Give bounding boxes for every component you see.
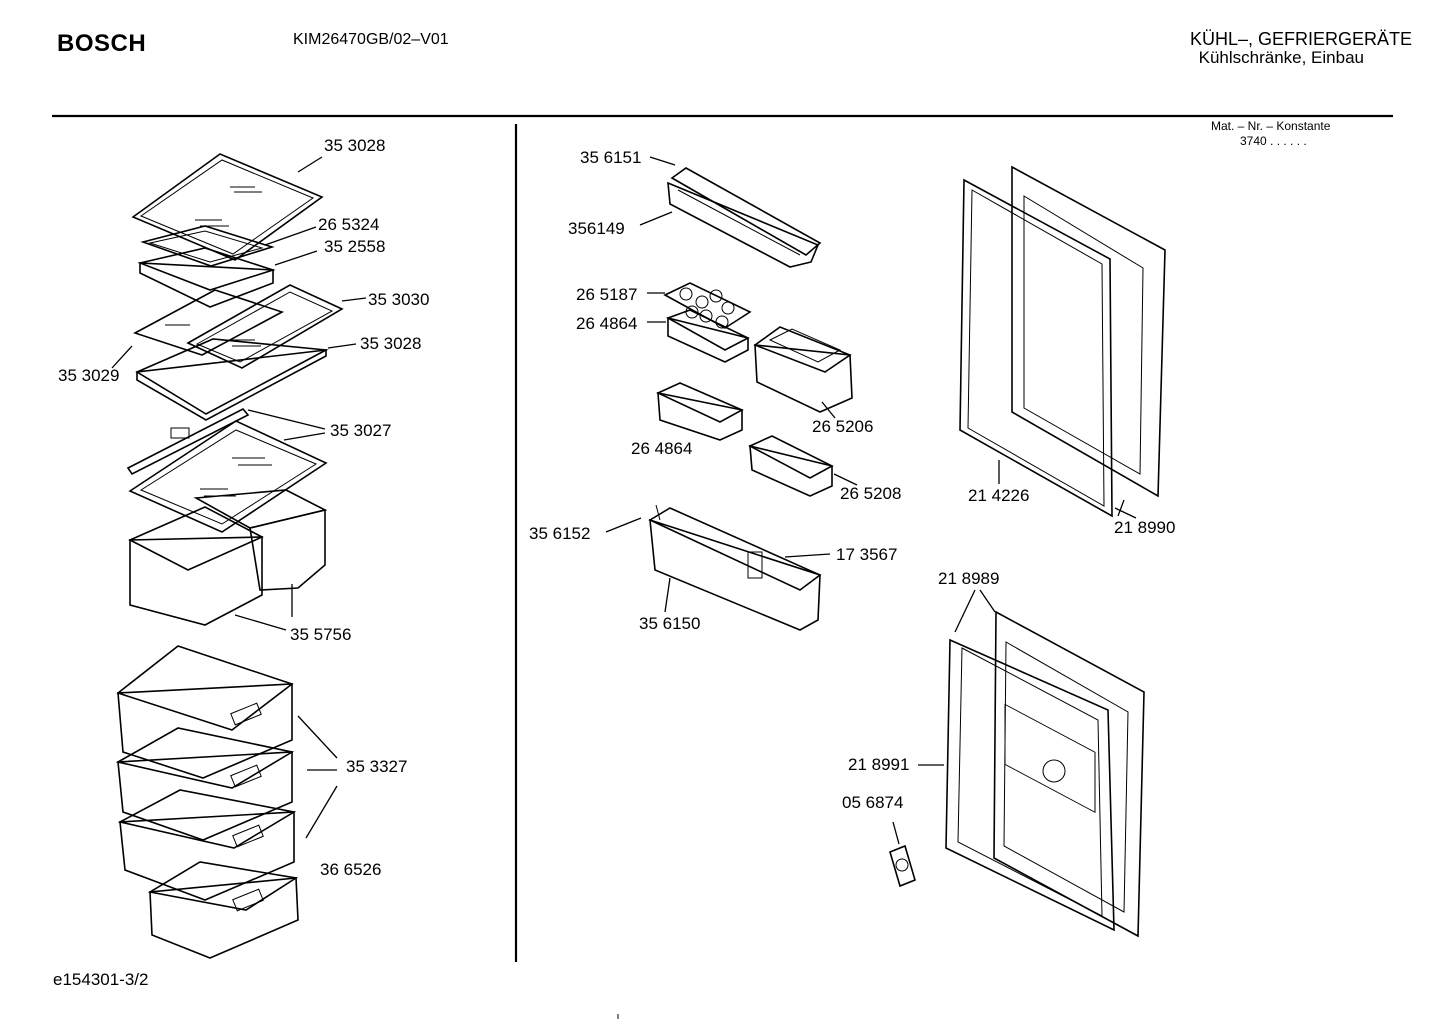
split-shelf-pair xyxy=(132,284,344,369)
label-353027: 35 3027 xyxy=(330,421,392,440)
egg-bin-264864-upper xyxy=(666,309,750,363)
drawer-2 xyxy=(115,727,295,841)
model-number: KIM26470GB/02–V01 xyxy=(293,31,449,48)
label-264864-upper: 26 4864 xyxy=(576,314,638,333)
label-353030: 35 3030 xyxy=(368,290,430,309)
label-218990: 21 8990 xyxy=(1114,518,1176,537)
door-bin-356149 xyxy=(667,167,822,268)
label-265208: 26 5208 xyxy=(840,484,902,503)
label-366526: 36 6526 xyxy=(320,860,382,879)
fridge-door-214226 xyxy=(959,165,1166,518)
document-id: e154301-3/2 xyxy=(53,970,149,989)
glass-shelf-top xyxy=(131,153,324,261)
label-265187: 26 5187 xyxy=(576,285,638,304)
bin-264864-lower xyxy=(656,382,744,441)
drawer-3 xyxy=(117,789,297,901)
glass-shelf-353028-lower xyxy=(135,338,329,421)
drawer-4 xyxy=(147,861,299,959)
shelf-frame-352558 xyxy=(137,247,276,308)
label-218991: 21 8991 xyxy=(848,755,910,774)
bottle-bin-356150 xyxy=(648,504,822,631)
material-number-label: Mat. – Nr. – Konstante xyxy=(1211,119,1331,133)
label-056874: 05 6874 xyxy=(842,793,904,812)
label-264864-lower: 26 4864 xyxy=(631,439,693,458)
vegetable-crisper-cover xyxy=(128,489,328,626)
drawer-1 xyxy=(116,645,294,779)
label-218989: 21 8989 xyxy=(938,569,1000,588)
category-title: KÜHL–, GEFRIERGERÄTE xyxy=(1189,29,1412,49)
label-356151: 35 6151 xyxy=(580,148,642,167)
label-356149: 356149 xyxy=(568,219,625,238)
freezer-door-218991 xyxy=(945,610,1145,938)
bin-265208 xyxy=(748,435,834,497)
label-353028-top: 35 3028 xyxy=(324,136,386,155)
label-265206: 26 5206 xyxy=(812,417,874,436)
label-353029: 35 3029 xyxy=(58,366,120,385)
glass-shelf-353027 xyxy=(126,407,328,533)
label-353327: 35 3327 xyxy=(346,757,408,776)
thermostat-knob-056874 xyxy=(889,844,916,888)
material-number-value: 3740 . . . . . . xyxy=(1240,134,1307,148)
label-173567: 17 3567 xyxy=(836,545,898,564)
shelf-frame-265324 xyxy=(140,225,275,267)
bin-265206 xyxy=(753,326,853,413)
label-214226: 21 4226 xyxy=(968,486,1030,505)
brand-logo: BOSCH xyxy=(57,30,147,57)
label-352558: 35 2558 xyxy=(324,237,386,256)
category-subtitle: Kühlschränke, Einbau xyxy=(1198,48,1364,67)
label-356150: 35 6150 xyxy=(639,614,701,633)
label-353028-lower: 35 3028 xyxy=(360,334,422,353)
label-355756: 35 5756 xyxy=(290,625,352,644)
label-356152: 35 6152 xyxy=(529,524,591,543)
label-265324: 26 5324 xyxy=(318,215,380,234)
